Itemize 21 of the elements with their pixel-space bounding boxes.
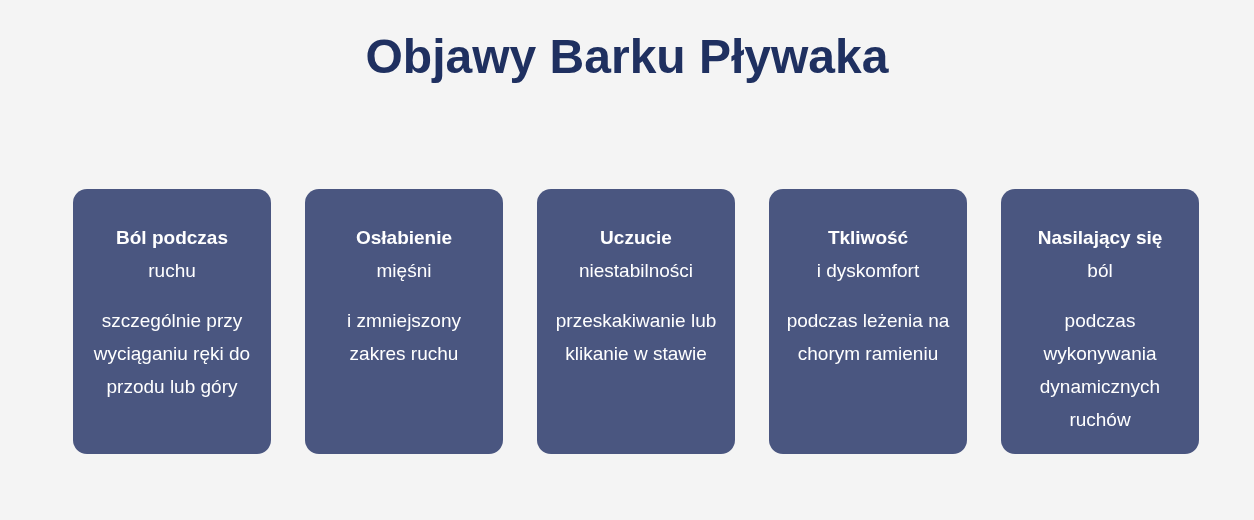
symptom-subheading: niestabilności [577, 259, 695, 283]
symptom-description: podczas leżenia na chorym ramieniu [785, 309, 951, 366]
symptom-description: szczególnie przy wyciąganiu ręki do przodu lub góry [92, 309, 252, 399]
symptom-description: podczas wykonywania dynamicznych ruchów [1038, 309, 1162, 432]
symptom-heading: Nasilający się [1036, 226, 1164, 250]
diagram-title: Objawy Barku Pływaka [364, 29, 890, 85]
symptom-card [305, 189, 503, 454]
symptom-heading: Osłabienie [354, 226, 454, 250]
symptom-description: przeskakiwanie lub klikanie w stawie [554, 309, 718, 366]
symptom-subheading: ruchu [147, 259, 197, 283]
symptom-card [73, 189, 271, 454]
symptom-card [537, 189, 735, 454]
symptom-subheading: i dyskomfort [815, 259, 921, 283]
symptom-heading: Uczucie [599, 226, 673, 250]
symptom-subheading: mięśni [375, 259, 433, 283]
symptom-subheading: ból [1086, 259, 1114, 283]
symptom-description: i zmniejszony zakres ruchu [345, 309, 462, 366]
symptom-heading: Tkliwość [826, 226, 910, 250]
symptom-card [1001, 189, 1199, 454]
symptom-heading: Ból podczas [115, 226, 229, 250]
symptom-card [769, 189, 967, 454]
